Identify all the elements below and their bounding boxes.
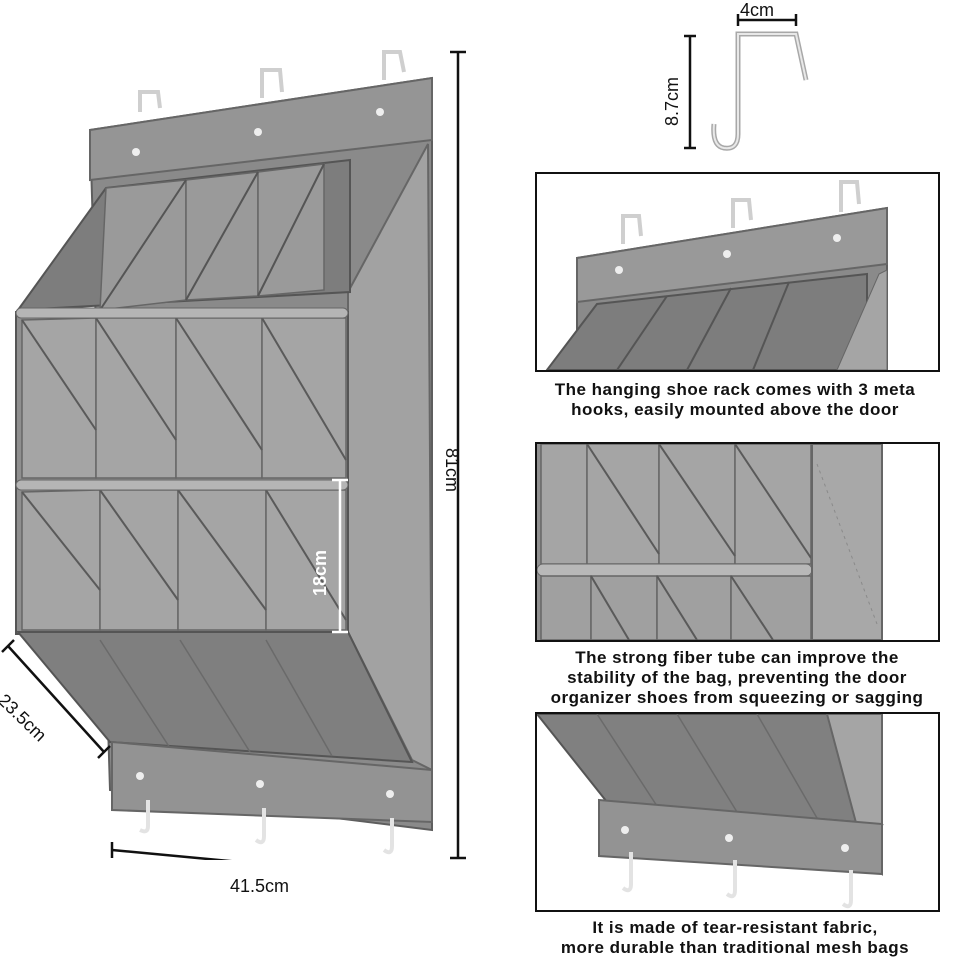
pocket-height-label: 18cm bbox=[310, 549, 330, 596]
caption-tube-line2: stability of the bag, preventing the doo… bbox=[567, 668, 907, 687]
caption-tube: The strong fiber tube can improve the st… bbox=[522, 648, 952, 708]
detail-panel-tube bbox=[535, 442, 940, 642]
caption-hooks-line1: The hanging shoe rack comes with 3 meta bbox=[554, 380, 916, 399]
caption-tube-line3: organizer shoes from squeezing or saggin… bbox=[550, 688, 924, 707]
hook-width-label: 4cm bbox=[740, 0, 775, 20]
caption-fabric: It is made of tear-resistant fabric, mor… bbox=[520, 918, 950, 958]
top-hooks bbox=[138, 50, 406, 112]
hooks-closeup-image bbox=[545, 180, 888, 370]
caption-fabric-line1: It is made of tear-resistant fabric, bbox=[592, 918, 878, 937]
detail-panel-fabric bbox=[535, 712, 940, 912]
fabric-closeup-image bbox=[537, 714, 884, 909]
caption-fabric-line2: more durable than traditional mesh bags bbox=[560, 938, 910, 957]
caption-hooks: The hanging shoe rack comes with 3 meta … bbox=[520, 380, 950, 420]
tube-closeup-image bbox=[537, 444, 883, 640]
hook-height-label: 8.7cm bbox=[662, 76, 682, 126]
height-dimension-label: 81cm bbox=[442, 448, 462, 493]
caption-tube-line1: The strong fiber tube can improve the bbox=[575, 648, 899, 667]
hook-detail-image bbox=[684, 14, 809, 151]
width-dimension-label: 41.5cm bbox=[230, 876, 290, 896]
caption-hooks-line2: hooks, easily mounted above the door bbox=[571, 400, 899, 419]
detail-panel-hooks bbox=[535, 172, 940, 372]
organizer-main-image bbox=[1, 50, 466, 860]
